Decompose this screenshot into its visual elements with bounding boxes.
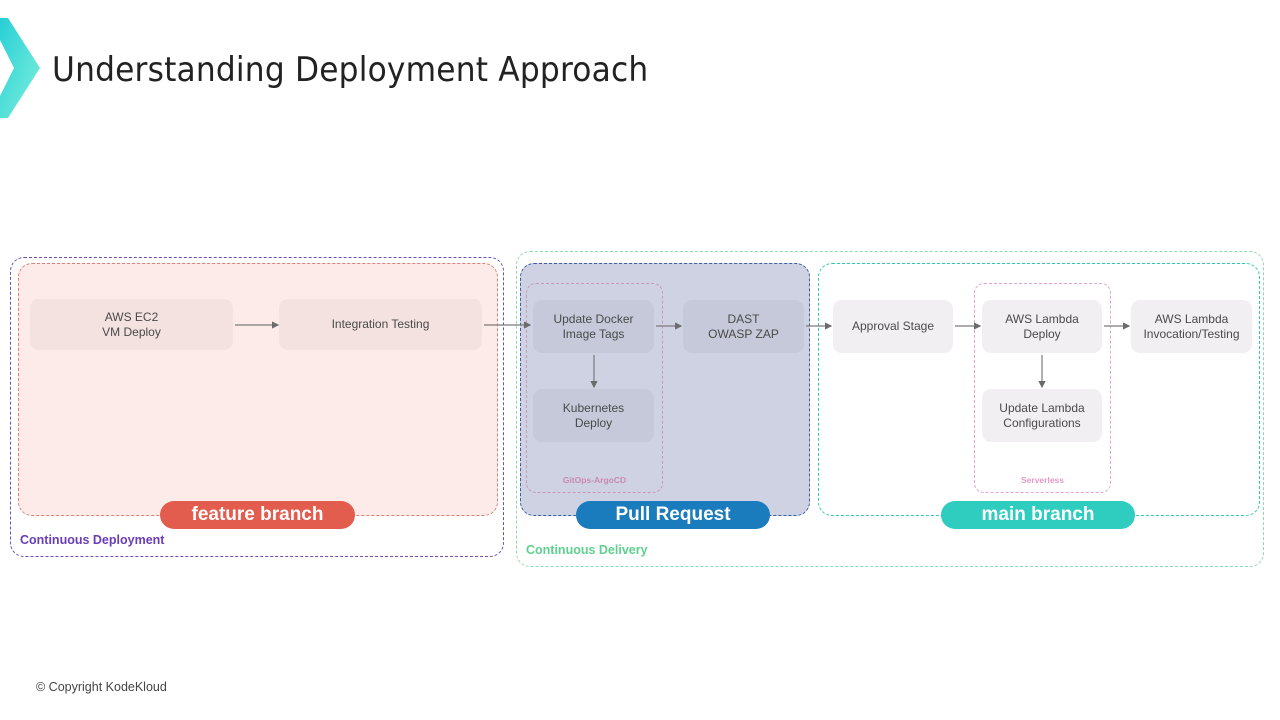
gitops-argocd-label: GitOps-ArgoCD [562,475,627,485]
node-integration-testing: Integration Testing [279,299,482,350]
kodekloud-logo-icon [0,18,40,118]
pull-request-badge: Pull Request [576,501,770,529]
continuous-delivery-group [516,251,1264,567]
node-approval-stage: Approval Stage [833,300,953,353]
feature-branch-badge: feature branch [160,501,355,529]
copyright-text: © Copyright KodeKloud [36,680,167,694]
serverless-label: Serverless [1020,475,1064,485]
continuous-deployment-label: Continuous Deployment [20,533,165,547]
main-branch-badge: main branch [941,501,1135,529]
serverless-subgroup [974,283,1111,493]
continuous-delivery-label: Continuous Delivery [526,543,648,557]
page-title: Understanding Deployment Approach [52,50,649,90]
gitops-argocd-subgroup [526,283,663,493]
continuous-deployment-group [10,257,504,557]
